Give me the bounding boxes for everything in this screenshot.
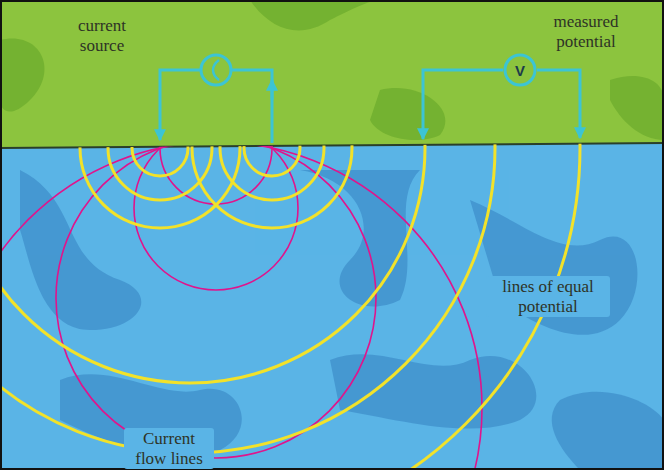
- meter-symbol: V: [515, 62, 525, 79]
- surface-texture: [0, 0, 664, 140]
- line-type-label: Current flow lines: [124, 428, 214, 469]
- current-source-symbol: [201, 55, 231, 85]
- equipotential-lines: [0, 0, 580, 470]
- ground-surface-line: [0, 143, 664, 148]
- circuit-label: measured potential: [536, 12, 636, 51]
- surface-layer: [0, 0, 664, 148]
- meter-ring: [505, 55, 535, 85]
- voltmeter-circle: V: [503, 53, 537, 87]
- circuit-label: current source: [60, 16, 144, 55]
- line-type-label: lines of equal potential: [486, 276, 610, 317]
